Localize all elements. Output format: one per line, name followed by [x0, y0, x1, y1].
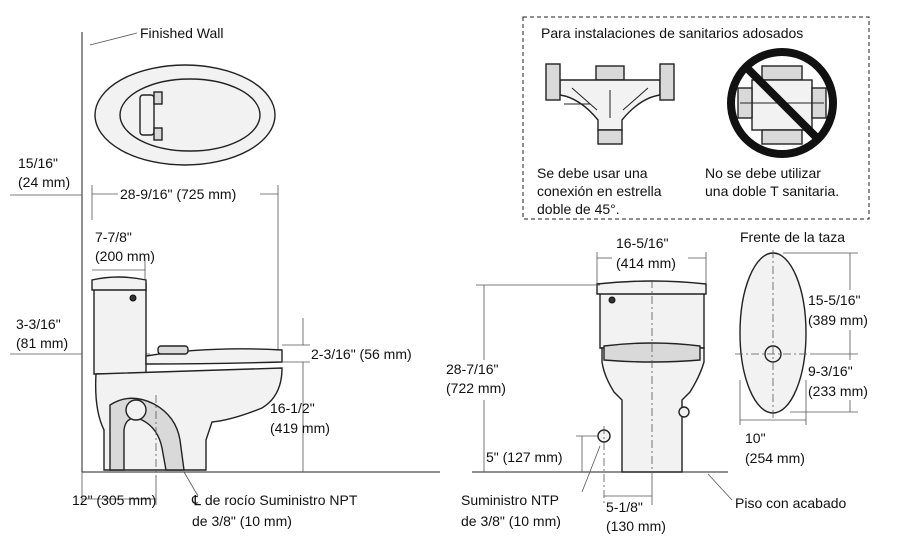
top-offset-value: 15/16" — [18, 155, 58, 171]
seat-clearance-dimension: 2-3/16" (56 mm) — [311, 346, 412, 362]
length-dimension: 28-9/16" (725 mm) — [120, 186, 236, 202]
bowl-outlet-value: 9-3/16" — [808, 363, 853, 379]
bad-caption-1: No se debe utilizar — [705, 165, 821, 181]
tank-width-metric: (414 mm) — [616, 255, 676, 271]
rim-height-metric: (419 mm) — [270, 420, 330, 436]
supply-centerline-label: ℄ de rocío Suministro NPT — [191, 492, 358, 508]
ok-caption-1: Se debe usar una — [537, 165, 648, 181]
ok-caption-2: conexión en estrella — [537, 183, 662, 199]
finished-floor-label: Piso con acabado — [735, 495, 847, 511]
supply-ntp-size: de 3/8" (10 mm) — [461, 513, 561, 529]
supply-offset-value: 5-1/8" — [606, 499, 643, 515]
bowl-length-metric: (389 mm) — [808, 312, 868, 328]
supply-offset-metric: (130 mm) — [606, 518, 666, 534]
tank-depth-metric: (200 mm) — [95, 248, 155, 264]
inset-title: Para instalaciones de sanitarios adosado… — [541, 25, 803, 41]
rough-in-dimension: 12" (305 mm) — [72, 492, 156, 508]
finished-wall-label: Finished Wall — [140, 25, 224, 41]
rim-height-value: 16-1/2" — [270, 400, 315, 416]
supply-valve-icon — [597, 426, 611, 505]
bowl-width-value: 10" — [745, 430, 766, 446]
bad-caption-2: una doble T sanitaria. — [705, 183, 839, 199]
tank-width-value: 16-5/16" — [616, 235, 668, 251]
seat-top-view — [94, 64, 276, 166]
toilet-front-view — [596, 280, 707, 480]
supply-ntp-label: Suministro NTP — [461, 492, 559, 508]
bowl-outlet-metric: (233 mm) — [808, 383, 868, 399]
total-height-value: 28-7/16" — [446, 361, 498, 377]
tank-depth-value: 7-7/8" — [95, 229, 132, 245]
bowl-length-value: 15-5/16" — [808, 292, 860, 308]
rear-offset-value: 3-3/16" — [16, 316, 61, 332]
ok-caption-3: doble de 45°. — [537, 201, 620, 217]
toilet-side-view — [91, 276, 283, 480]
supply-height-dimension: 5" (127 mm) — [486, 449, 563, 465]
total-height-metric: (722 mm) — [446, 380, 506, 396]
wye-fitting-icon — [545, 63, 675, 145]
top-offset-metric: (24 mm) — [18, 174, 70, 190]
prohibited-sanitary-tee-icon — [727, 48, 837, 158]
bowl-width-metric: (254 mm) — [745, 450, 805, 466]
finished-wall — [81, 32, 728, 473]
rear-offset-metric: (81 mm) — [16, 335, 68, 351]
bowl-front-label: Frente de la taza — [740, 229, 845, 245]
supply-centerline-size: de 3/8" (10 mm) — [192, 513, 292, 529]
bowl-outline-top-view — [735, 250, 812, 420]
